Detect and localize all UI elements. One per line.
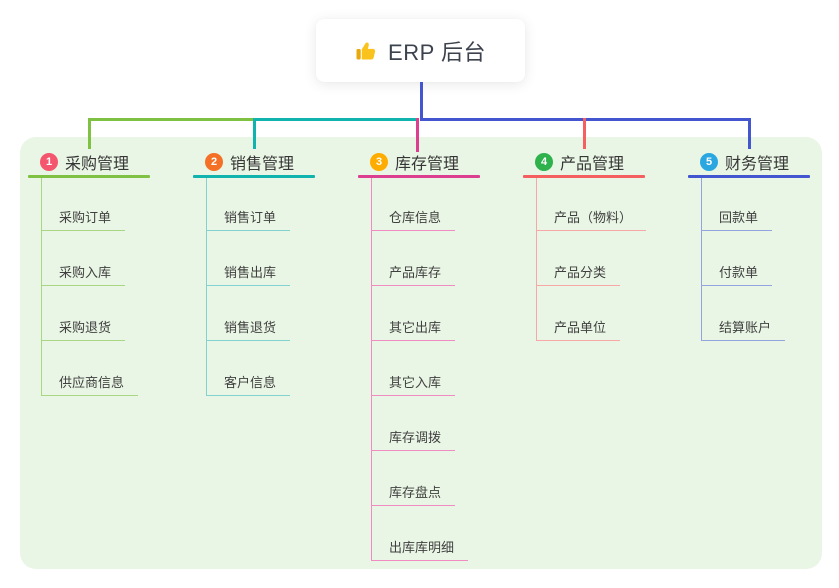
child-node[interactable]: 采购订单	[42, 178, 126, 231]
branch-title-4[interactable]: 4 产品管理	[535, 151, 645, 173]
branch-label: 销售管理	[230, 156, 295, 173]
branch-number-badge: 5	[700, 153, 718, 171]
child-node-label: 采购订单	[59, 210, 112, 225]
child-node-label: 仓库信息	[389, 210, 442, 225]
child-node[interactable]: 其它入库	[372, 341, 456, 396]
branch-title-2[interactable]: 2 销售管理	[205, 151, 315, 173]
connector-drop-1	[87, 118, 91, 149]
child-node[interactable]: 产品分类	[537, 231, 621, 286]
branch-1: 1 采购管理采购订单采购入库采购退货供应商信息	[28, 151, 150, 396]
child-node-label: 客户信息	[224, 375, 277, 390]
connector-trunk-segment-1	[87, 118, 253, 121]
branch-title-1[interactable]: 1 采购管理	[40, 151, 150, 173]
child-node-label: 销售订单	[224, 210, 277, 225]
connector-root-vline	[419, 82, 423, 121]
child-node[interactable]: 采购入库	[42, 231, 126, 286]
branch-4: 4 产品管理产品（物料） 产品分类产品单位	[523, 151, 647, 341]
child-node-label: 供应商信息	[59, 375, 125, 390]
child-node-label: 产品（物料）	[554, 210, 633, 225]
branch-underline	[193, 175, 315, 178]
child-node[interactable]: 付款单	[702, 231, 773, 286]
child-node-label: 销售出库	[224, 265, 277, 280]
connector-drop-5	[747, 118, 751, 149]
child-node[interactable]: 其它出库	[372, 286, 456, 341]
connector-trunk-segment-2	[252, 118, 418, 121]
child-node[interactable]: 库存调拨	[372, 396, 456, 451]
child-node[interactable]: 销售退货	[207, 286, 291, 341]
child-node-label: 采购退货	[59, 320, 112, 335]
branch-label: 采购管理	[65, 156, 130, 173]
child-node[interactable]: 销售出库	[207, 231, 291, 286]
child-node-label: 结算账户	[719, 320, 772, 335]
child-node[interactable]: 库存盘点	[372, 451, 456, 506]
branch-underline	[28, 175, 150, 178]
branch-children: 仓库信息产品库存其它出库其它入库库存调拨库存盘点出库库明细	[371, 178, 480, 561]
child-node-label: 其它入库	[389, 375, 442, 390]
branch-children: 产品（物料） 产品分类产品单位	[536, 178, 647, 341]
child-node[interactable]: 供应商信息	[42, 341, 139, 396]
child-node[interactable]: 采购退货	[42, 286, 126, 341]
child-node[interactable]: 销售订单	[207, 178, 291, 231]
branch-number-badge: 1	[40, 153, 58, 171]
branch-label: 库存管理	[395, 156, 460, 173]
connector-drop-2	[252, 118, 256, 149]
child-node-label: 回款单	[719, 210, 759, 225]
branch-children: 销售订单销售出库销售退货客户信息	[206, 178, 315, 396]
child-node-label: 出库库明细	[389, 540, 455, 555]
child-node-label: 库存调拨	[389, 430, 442, 445]
branch-2: 2 销售管理销售订单销售出库销售退货客户信息	[193, 151, 315, 396]
branches-panel	[20, 137, 822, 569]
child-node-label: 库存盘点	[389, 485, 442, 500]
child-node-label: 其它出库	[389, 320, 442, 335]
connector-drop-3	[416, 118, 419, 152]
branch-5: 5 财务管理回款单付款单结算账户	[688, 151, 810, 341]
branch-children: 采购订单采购入库采购退货供应商信息	[41, 178, 150, 396]
child-node[interactable]: 回款单	[702, 178, 773, 231]
root-node[interactable]: ERP 后台	[316, 19, 525, 82]
child-node-label: 产品库存	[389, 265, 442, 280]
branch-number-badge: 4	[535, 153, 553, 171]
child-node-label: 销售退货	[224, 320, 277, 335]
branch-number-badge: 3	[370, 153, 388, 171]
child-node-label: 采购入库	[59, 265, 112, 280]
child-node[interactable]: 产品库存	[372, 231, 456, 286]
branch-number-badge: 2	[205, 153, 223, 171]
child-node-label: 付款单	[719, 265, 759, 280]
root-title: ERP 后台	[388, 39, 486, 65]
child-node-label: 产品分类	[554, 265, 607, 280]
thumbs-up-icon	[355, 39, 379, 63]
branch-title-5[interactable]: 5 财务管理	[700, 151, 810, 173]
child-node-label: 产品单位	[554, 320, 607, 335]
branch-3: 3 库存管理仓库信息产品库存其它出库其它入库库存调拨库存盘点出库库明细	[358, 151, 480, 561]
connector-drop-4	[582, 118, 586, 149]
branch-underline	[688, 175, 810, 178]
child-node[interactable]: 产品（物料）	[537, 178, 647, 231]
child-node[interactable]: 产品单位	[537, 286, 621, 341]
branch-underline	[358, 175, 480, 178]
branch-label: 产品管理	[560, 156, 625, 173]
branch-label: 财务管理	[725, 156, 790, 173]
branch-title-3[interactable]: 3 库存管理	[370, 151, 480, 173]
child-node[interactable]: 出库库明细	[372, 506, 469, 561]
child-node[interactable]: 结算账户	[702, 286, 786, 341]
child-node[interactable]: 客户信息	[207, 341, 291, 396]
branch-children: 回款单付款单结算账户	[701, 178, 810, 341]
branch-underline	[523, 175, 645, 178]
child-node[interactable]: 仓库信息	[372, 178, 456, 231]
